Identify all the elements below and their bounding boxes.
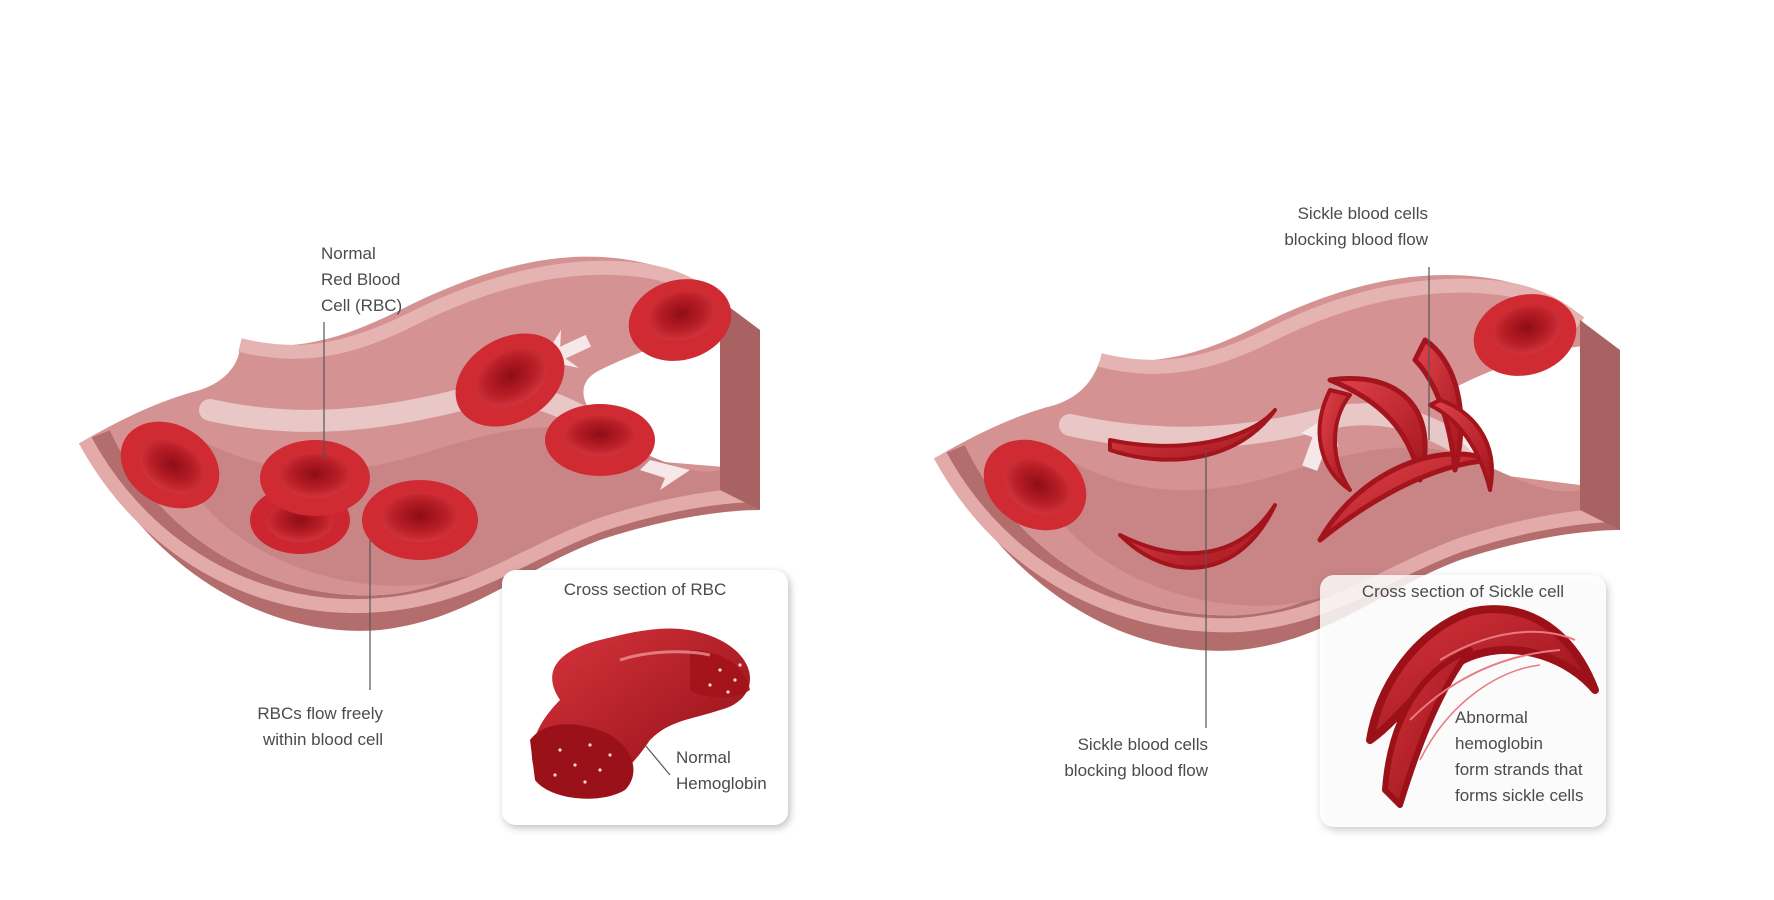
normal-inset-title: Cross section of RBC: [563, 580, 727, 599]
normal-rbcs: [983, 294, 1577, 531]
rbc-cell: [628, 279, 732, 361]
vessel-outer-wall: [85, 430, 760, 631]
rbc-cell: [983, 439, 1087, 531]
hemoglobin-leader-line: [644, 744, 671, 776]
rbc-flow-label: RBCs flow freely within blood cell: [240, 701, 383, 753]
sickle-top-label-line: Sickle blood cells: [1297, 204, 1428, 223]
sickle-cell: [1118, 503, 1277, 570]
sickle-bottom-label: Sickle blood cells blocking blood flow: [1030, 732, 1208, 784]
normal-rbc-label-line: Normal: [321, 244, 376, 263]
rbc-cell: [120, 421, 220, 509]
rbc-cell: [455, 333, 565, 427]
abnormal-hemoglobin-label-line: hemoglobin: [1455, 734, 1543, 753]
sickle-top-label-line: blocking blood flow: [1284, 230, 1428, 249]
sickle-cell: [1428, 398, 1494, 492]
vessel-end-cap: [720, 300, 760, 510]
vessel-front-rim: [78, 436, 761, 614]
abnormal-hemoglobin-label-line: Abnormal: [1455, 708, 1528, 727]
sickle-cross-section: [1366, 605, 1599, 808]
sickle-inset-title: Cross section of Sickle cell: [1361, 582, 1565, 601]
normal-rbc-label: Normal Red Blood Cell (RBC): [321, 241, 402, 319]
normal-hemoglobin-label: Normal Hemoglobin: [676, 745, 767, 797]
arrow-icon: [640, 460, 690, 490]
rbc-cell: [362, 480, 478, 560]
sickle-bottom-label-line: blocking blood flow: [1064, 761, 1208, 780]
sickle-cells: [1108, 337, 1494, 570]
vessel-end-cap: [1580, 320, 1620, 530]
abnormal-hemoglobin-label-line: form strands that: [1455, 760, 1583, 779]
rbc-flow-label-line: RBCs flow freely: [257, 704, 383, 723]
vessel-front-rim: [933, 451, 1621, 633]
normal-rbc-label-line: Cell (RBC): [321, 296, 403, 315]
vessel-back-rim: [238, 260, 725, 359]
normal-hemoglobin-label-line: Normal: [676, 748, 731, 767]
rbc-cross-section: [530, 628, 750, 799]
abnormal-hemoglobin-label: Abnormal hemoglobin form strands that fo…: [1455, 705, 1583, 809]
normal-hemoglobin-label-line: Hemoglobin: [676, 774, 767, 793]
rbc-cell: [260, 440, 370, 516]
abnormal-hemoglobin-label-line: forms sickle cells: [1455, 786, 1584, 805]
rbc-cell: [545, 404, 655, 476]
sickle-cell: [1317, 388, 1352, 492]
normal-rbcs: [120, 279, 732, 560]
normal-inset-card: [502, 570, 788, 825]
sickle-inset-card: [1320, 575, 1606, 827]
sickle-top-label: Sickle blood cells blocking blood flow: [1250, 201, 1428, 253]
normal-rbc-label-line: Red Blood: [321, 270, 401, 289]
sickle-cell: [1108, 408, 1277, 462]
rbc-cell: [1473, 294, 1577, 376]
sickle-bottom-label-line: Sickle blood cells: [1077, 735, 1208, 754]
rbc-flow-label-line: within blood cell: [262, 730, 383, 749]
